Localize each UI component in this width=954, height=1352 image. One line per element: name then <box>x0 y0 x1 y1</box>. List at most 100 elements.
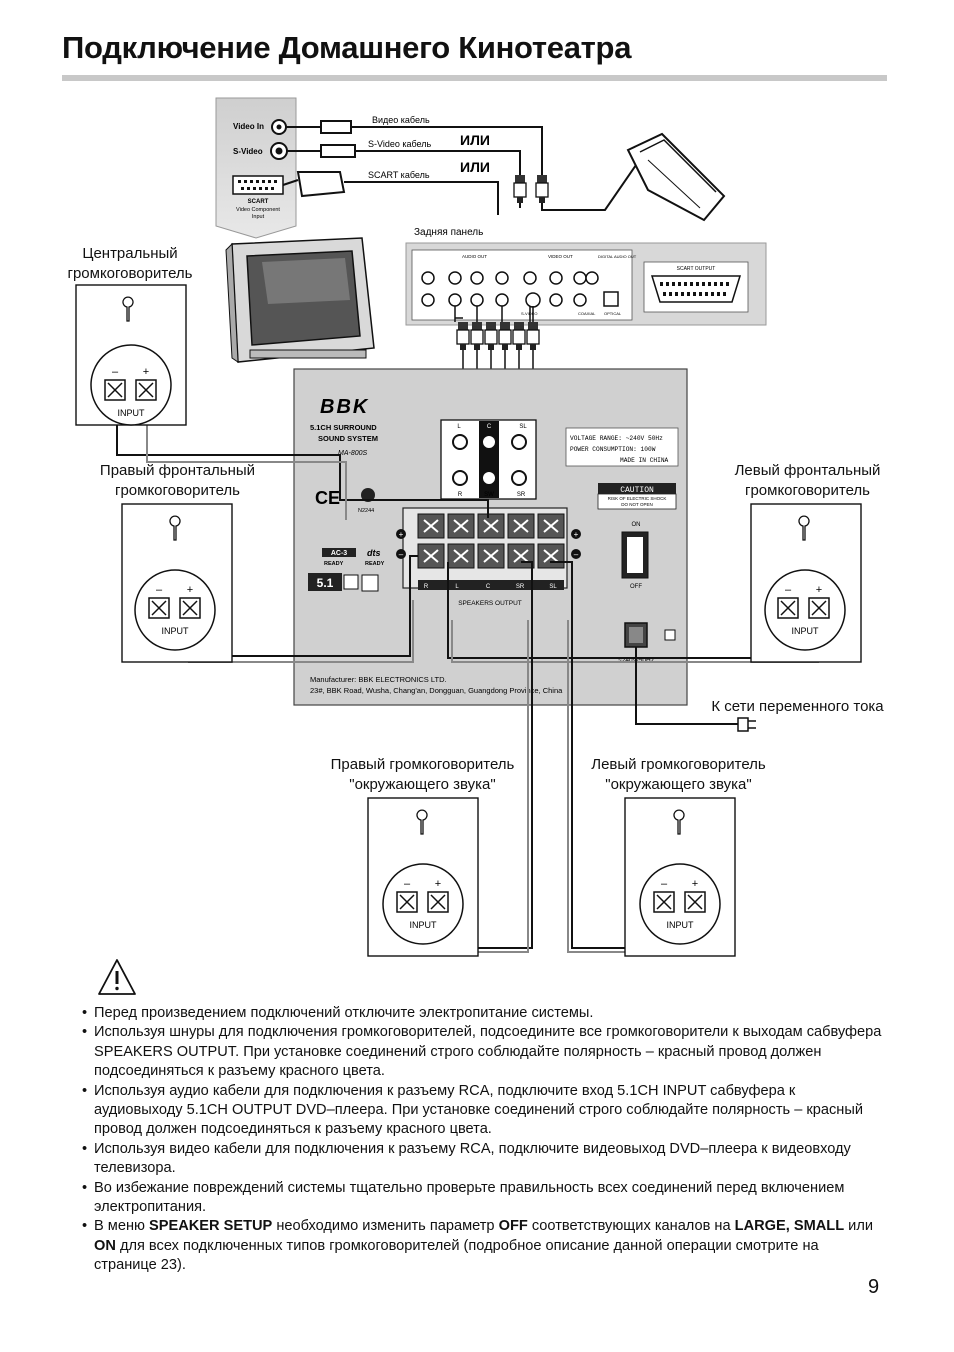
dts-logo: dts <box>367 548 381 558</box>
spec-line-1: VOLTAGE RANGE: ~240V 50Hz <box>570 435 663 442</box>
scart-plug <box>626 132 726 222</box>
s-video-label: S-Video <box>233 147 263 156</box>
svg-text:–: – <box>156 584 163 596</box>
svg-text:+: + <box>816 584 822 596</box>
cable-video-label: Видео кабель <box>372 115 430 125</box>
instructions-list: Перед произведением подключений отключит… <box>82 1004 882 1276</box>
front-left-speaker: – + INPUT <box>750 503 862 663</box>
spec-line-2: POWER CONSUMPTION: 100W <box>570 446 656 453</box>
svg-text:R: R <box>458 492 463 498</box>
dvd-svideo-label: S-VIDEO <box>521 311 537 316</box>
ce-mark: CE <box>315 488 340 508</box>
svg-text:INPUT: INPUT <box>118 408 146 418</box>
address-line: 23#, BBK Road, Wusha, Chang'an, Dongguan… <box>310 686 563 695</box>
cert-number: N2244 <box>358 508 374 514</box>
instruction-item: Перед произведением подключений отключит… <box>82 1004 882 1024</box>
subwoofer-brand: BBK <box>320 396 369 418</box>
cable-svideo-label: S-Video кабель <box>368 139 432 149</box>
front-left-speaker-label: Левый фронтальный громкоговоритель <box>734 462 881 499</box>
page-title: Подключение Домашнего Кинотеатра <box>62 30 632 65</box>
svg-text:SL: SL <box>549 584 557 590</box>
rear-panel-label: Задняя панель <box>414 227 483 238</box>
svg-text:–: – <box>404 878 411 890</box>
svg-text:+: + <box>143 366 149 378</box>
svg-text:INPUT: INPUT <box>792 626 820 636</box>
video-cables <box>282 120 646 215</box>
or-label-2: ИЛИ <box>460 159 490 175</box>
svg-text:INPUT: INPUT <box>162 626 190 636</box>
warning-icon <box>98 959 136 995</box>
center-speaker-label: Центральный громкоговоритель <box>67 245 193 282</box>
svg-text:C: C <box>486 584 491 590</box>
dvd-digital-label: DIGITAL AUDIO OUT <box>598 254 637 259</box>
subwoofer-line2: SOUND SYSTEM <box>318 434 378 443</box>
dvd-rear-panel: AUDIO OUT VIDEO OUT DIGITAL AUDIO OUT CO… <box>405 242 767 326</box>
instruction-item: Используя видео кабели для подключения к… <box>82 1140 882 1179</box>
svg-text:ON: ON <box>632 522 641 528</box>
svg-text:+: + <box>692 878 698 890</box>
subwoofer-line1: 5.1CH SURROUND <box>310 423 377 432</box>
svg-text:SR: SR <box>516 584 525 590</box>
title-underline <box>62 75 887 81</box>
dvd-audio-out-label: AUDIO OUT <box>462 254 487 259</box>
tv-set <box>225 237 375 363</box>
instruction-item: Используя шнуры для подключения громкого… <box>82 1023 882 1081</box>
svg-text:DO NOT OPEN: DO NOT OPEN <box>621 502 652 507</box>
svg-text:R: R <box>424 584 429 590</box>
svg-text:READY: READY <box>324 561 344 567</box>
svg-text:+: + <box>399 530 404 539</box>
svg-text:–: – <box>574 550 579 559</box>
instruction-item: В меню SPEAKER SETUP необходимо изменить… <box>82 1217 882 1275</box>
caution-label: CAUTION <box>620 486 654 495</box>
ac-plug-icon <box>737 717 756 732</box>
front-right-speaker: – + INPUT <box>121 503 233 663</box>
svg-text:–: – <box>112 366 119 378</box>
svg-text:L: L <box>457 424 461 430</box>
dvd-optical-label: OPTICAL <box>604 311 622 316</box>
rca-plugs-video <box>513 174 549 204</box>
page-number: 9 <box>868 1276 880 1298</box>
svg-text:–: – <box>785 584 792 596</box>
dvd-video-out-label: VIDEO OUT <box>548 254 573 259</box>
svg-text:L: L <box>455 584 459 590</box>
svg-text:SR: SR <box>517 492 526 498</box>
svg-text:SL: SL <box>519 424 527 430</box>
surround-right-speaker-label: Правый громкоговоритель "окружающего зву… <box>330 756 515 793</box>
surround-right-speaker: – + INPUT <box>367 797 479 957</box>
svg-text:+: + <box>435 878 441 890</box>
svg-text:–: – <box>661 878 668 890</box>
instruction-item: Используя аудио кабели для подключения к… <box>82 1082 882 1140</box>
instruction-item: Во избежание повреждений системы тщатель… <box>82 1179 882 1218</box>
front-right-speaker-label: Правый фронтальный громкоговоритель <box>99 462 256 499</box>
svg-text:+: + <box>187 584 193 596</box>
svg-text:SW: SW <box>484 492 494 498</box>
svg-text:C: C <box>487 424 492 430</box>
ch51-logo: 5.1 <box>317 576 334 590</box>
surround-left-speaker: – + INPUT <box>624 797 736 957</box>
subwoofer-model: MA-800S <box>338 450 368 457</box>
dvd-coaxial-label: COAXIAL <box>578 311 596 316</box>
svg-text:READY: READY <box>365 561 385 567</box>
scart-label: SCART <box>248 199 269 205</box>
manufacturer-line: Manufacturer: BBK ELECTRONICS LTD. <box>310 675 447 684</box>
svg-text:RISK OF ELECTRIC SHOCK: RISK OF ELECTRIC SHOCK <box>608 496 667 501</box>
svg-text:OFF: OFF <box>630 584 642 590</box>
svg-text:+: + <box>574 530 579 539</box>
spec-line-3: MADE IN CHINA <box>620 457 669 464</box>
speakers-output-label: SPEAKERS OUTPUT <box>458 600 522 607</box>
scart-jack <box>232 175 284 195</box>
svg-text:INPUT: INPUT <box>410 920 438 930</box>
ac-power-label: К сети переменного тока <box>711 698 884 715</box>
subwoofer-panel: BBK 5.1CH SURROUND SOUND SYSTEM MA-800S … <box>293 368 688 706</box>
video-in-label: Video In <box>233 122 264 131</box>
ac3-logo: AC-3 <box>331 550 347 557</box>
or-label-1: ИЛИ <box>460 132 490 148</box>
cable-scart-label: SCART кабель <box>368 170 430 180</box>
surround-left-speaker-label: Левый громкоговоритель "окружающего звук… <box>591 756 766 793</box>
dvd-scart-output-label: SCART OUTPUT <box>677 266 716 272</box>
svg-text:–: – <box>399 550 404 559</box>
svg-text:INPUT: INPUT <box>667 920 695 930</box>
center-speaker: – + INPUT <box>75 284 187 426</box>
